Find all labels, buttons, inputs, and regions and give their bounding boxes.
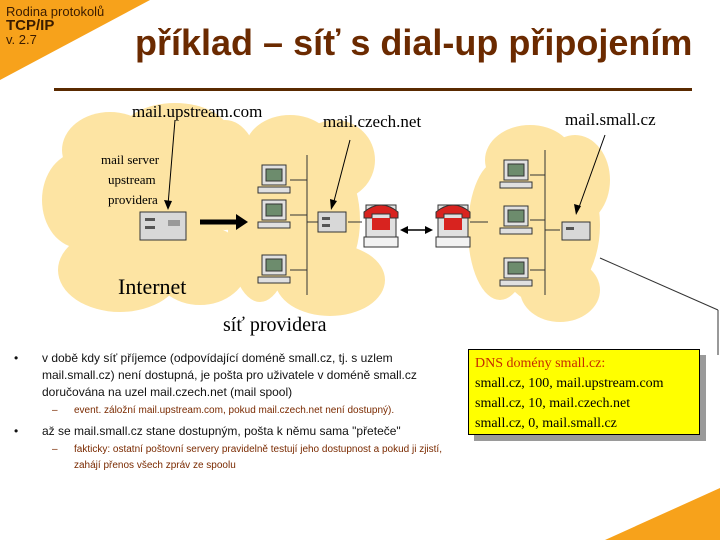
title-divider — [54, 88, 692, 91]
corner-decoration-bottom — [605, 488, 720, 540]
dns-record: small.cz, 0, mail.small.cz — [475, 416, 617, 431]
label-mail-small: mail.small.cz — [565, 110, 656, 129]
badge-line-3: v. 2.7 — [6, 32, 37, 47]
badge-line-2: TCP/IP — [6, 17, 55, 34]
phone-icon-right — [435, 204, 471, 248]
slide-title: příklad – síť s dial-up připojením — [135, 22, 693, 63]
badge-line-1: Rodina protokolů — [6, 4, 105, 19]
small-cz-computer-icon — [499, 159, 533, 287]
provider-computer-icon — [257, 164, 291, 284]
dns-record: small.cz, 100, mail.upstream.com — [475, 376, 664, 391]
bullet-list: •v době kdy síť příjemce (odpovídající d… — [14, 350, 464, 478]
dns-record: small.cz, 10, mail.czech.net — [475, 396, 631, 411]
sub-bullet-item: –fakticky: ostatní poštovní servery prav… — [52, 444, 442, 471]
bullet-text: až se mail.small.cz stane dostupným, poš… — [42, 424, 401, 438]
czech-server-icon — [317, 211, 347, 233]
label-server-note-1: mail server — [101, 152, 160, 167]
bullet-item: •až se mail.small.cz stane dostupným, po… — [14, 424, 401, 438]
bullet-text: v době kdy síť příjemce (odpovídající do… — [42, 351, 417, 399]
course-badge: Rodina protokolů TCP/IP v. 2.7 — [6, 5, 104, 47]
sub-bullet-text: fakticky: ostatní poštovní servery pravi… — [74, 444, 442, 471]
label-mail-czech: mail.czech.net — [323, 112, 422, 131]
sub-bullet-item: –event. záložní mail.upstream.com, pokud… — [52, 405, 395, 416]
phone-icon-left — [363, 204, 399, 248]
network-diagram — [42, 103, 719, 355]
label-server-note-3: providera — [108, 192, 158, 207]
label-mail-upstream: mail.upstream.com — [132, 102, 263, 121]
bullet-item: •v době kdy síť příjemce (odpovídající d… — [14, 351, 417, 399]
label-server-note-2: upstream — [108, 172, 156, 187]
label-provider-net: síť providera — [223, 314, 327, 336]
sub-bullet-text: event. záložní mail.upstream.com, pokud … — [74, 405, 395, 416]
dns-heading: DNS domény small.cz: — [475, 356, 606, 371]
label-internet: Internet — [118, 274, 187, 299]
corner-decoration-top — [0, 0, 150, 80]
upstream-server-icon — [139, 211, 187, 241]
dns-records-box: DNS domény small.cz: small.cz, 100, mail… — [468, 349, 700, 435]
small-cz-server-icon — [561, 221, 591, 241]
